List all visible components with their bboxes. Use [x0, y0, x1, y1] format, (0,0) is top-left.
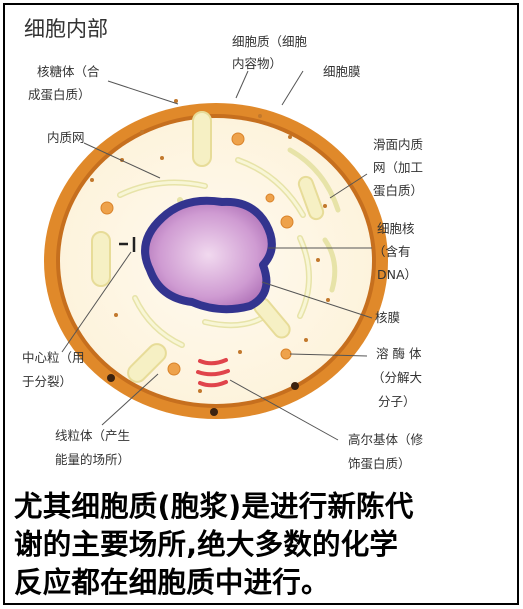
lysosome — [231, 132, 245, 146]
lysosome-group — [100, 132, 294, 376]
leader-nuclear-membrane — [261, 281, 373, 319]
label-mitochondria: 线粒体（产生 能量的场所） — [55, 428, 134, 467]
caption-line: 谢的主要场所,绝大多数的化学 — [14, 528, 399, 561]
leader-smooth-er — [329, 173, 368, 199]
leader-er — [83, 142, 161, 179]
label-endoplasmic-reticulum: 内质网 — [47, 130, 85, 145]
lysosome — [280, 215, 294, 229]
leader-lines — [61, 70, 373, 441]
leader-mitochondria — [101, 373, 159, 426]
mitochondrion — [192, 111, 212, 167]
mitochondrion — [127, 343, 167, 383]
label-cell-membrane: 细胞膜 — [323, 64, 361, 79]
membrane-protein — [107, 374, 115, 382]
label-golgi: 高尔基体（修 饰蛋白质） — [348, 432, 427, 471]
lysosome — [265, 193, 275, 203]
smooth-er — [287, 147, 341, 293]
membrane-protein — [291, 382, 299, 390]
membrane-protein — [210, 408, 218, 416]
leader-lysosome — [289, 353, 368, 357]
label-ribosome: 核糖体（合 成蛋白质） — [28, 64, 104, 102]
mitochondrion — [297, 175, 325, 221]
label-centriole: 中心粒（用 于分裂） — [22, 350, 89, 389]
caption-text: 尤其细胞质(胞浆)是进行新陈代 谢的主要场所,绝大多数的化学 反应都在细胞质中进… — [14, 488, 514, 602]
caption-line: 反应都在细胞质中进行。 — [14, 566, 330, 599]
leader-golgi — [229, 379, 339, 441]
label-lysosome: 溶 酶 体 （分解大 分子） — [372, 346, 426, 409]
leader-membrane — [281, 70, 304, 106]
label-smooth-er: 滑面内质 网（加工 蛋白质） — [373, 137, 427, 198]
caption-line: 尤其细胞质(胞浆)是进行新陈代 — [14, 490, 414, 523]
diagram-title: 细胞内部 — [24, 17, 108, 41]
label-nucleus: 细胞核 （含有 DNA） — [373, 221, 419, 282]
leader-centriole — [61, 251, 132, 353]
lysosome — [280, 348, 292, 360]
lysosome — [100, 201, 114, 215]
mitochondrion — [91, 231, 111, 287]
mitochondria-group — [91, 111, 325, 383]
golgi-apparatus — [196, 358, 230, 388]
label-nuclear-membrane: 核膜 — [375, 310, 400, 325]
centriole — [119, 237, 136, 252]
figure-frame — [3, 3, 519, 605]
label-cytoplasm: 细胞质（细胞 内容物） — [232, 34, 311, 71]
leader-ribosome — [107, 80, 179, 105]
ribosome-group — [90, 99, 330, 393]
lysosome — [167, 362, 181, 376]
nucleus — [141, 196, 276, 314]
leader-cytoplasm — [235, 70, 249, 99]
